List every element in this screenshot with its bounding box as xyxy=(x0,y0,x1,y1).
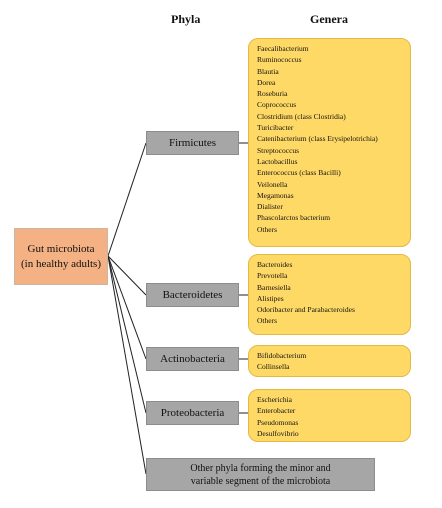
genus-item: Blautia xyxy=(257,66,279,76)
phylum-firmicutes: Firmicutes xyxy=(146,131,239,155)
genus-item: Bifidobacterium xyxy=(257,351,307,360)
genus-item: Prevotella xyxy=(257,271,288,281)
genus-item: Phascolarctos bacterium xyxy=(257,213,331,223)
genus-item: Veilonella xyxy=(257,179,288,189)
genus-item: Clostridium (class Clostridia) xyxy=(257,111,346,121)
phylum-actinobacteria: Actinobacteria xyxy=(146,347,239,371)
genus-item: Bacteroides xyxy=(257,260,293,269)
genera-list-proteobacteria: Escherichia Enterobacter Pseudomonas Des… xyxy=(248,389,411,442)
genus-item: Faecalibacterium xyxy=(257,44,309,53)
genus-item: Dorea xyxy=(257,77,276,87)
connector-root-bacteroidetes xyxy=(107,255,147,296)
genus-item: Catenibacterium (class Erysipelotrichia) xyxy=(257,134,378,144)
genus-item: Ruminococcus xyxy=(257,55,302,65)
genus-item: Dialister xyxy=(257,202,283,212)
genera-list-actinobacteria: Bifidobacterium Collinsella xyxy=(248,345,411,377)
phyla-header: Phyla xyxy=(171,12,201,26)
genus-item: Escherichia xyxy=(257,395,292,404)
phylum-proteobacteria: Proteobacteria xyxy=(146,401,239,425)
connector-root-other xyxy=(107,255,147,475)
genus-item: Streptococcus xyxy=(257,145,300,155)
other-phyla-line2: variable segment of the microbiota xyxy=(190,475,331,487)
phylum-bacteroidetes: Bacteroidetes xyxy=(146,283,239,307)
genus-item: Desulfovibrio xyxy=(257,428,299,438)
genus-item: Barnesiella xyxy=(257,282,291,292)
genus-item: Coprococcus xyxy=(257,100,297,110)
root-label-line2: (in healthy adults) xyxy=(20,257,102,270)
genus-item: Pseudomonas xyxy=(257,417,299,427)
genus-item: Enterobacter xyxy=(257,406,296,416)
genus-item: Megamonas xyxy=(257,190,294,200)
connector-root-actinobacteria xyxy=(107,255,147,360)
connector-root-proteobacteria xyxy=(107,255,147,414)
root-label-line1: Gut microbiota xyxy=(27,242,95,255)
root-node-gut-microbiota: Gut microbiota (in healthy adults) xyxy=(14,228,108,285)
genera-header: Genera xyxy=(310,12,348,26)
genus-item: Enterococcus (class Bacilli) xyxy=(257,168,341,178)
genus-item: Roseburia xyxy=(257,89,288,99)
genus-item: Collinsella xyxy=(257,362,290,372)
genera-list-bacteroidetes: Bacteroides Prevotella Barnesiella Alist… xyxy=(248,254,411,335)
genus-item: Lactobacillus xyxy=(257,156,298,166)
genus-item: Odoribacter and Parabacteroides xyxy=(257,305,355,315)
genera-list-firmicutes: Faecalibacterium Ruminococcus Blautia Do… xyxy=(248,38,411,247)
genus-item: Others xyxy=(257,316,277,326)
connector-root-firmicutes xyxy=(107,142,147,257)
other-phyla-line1: Other phyla forming the minor and xyxy=(190,462,331,474)
genus-item: Turicibacter xyxy=(257,123,294,133)
other-phyla-node: Other phyla forming the minor and variab… xyxy=(146,458,375,491)
genus-item: Alistipes xyxy=(257,293,284,303)
genus-item: Others xyxy=(257,224,277,234)
